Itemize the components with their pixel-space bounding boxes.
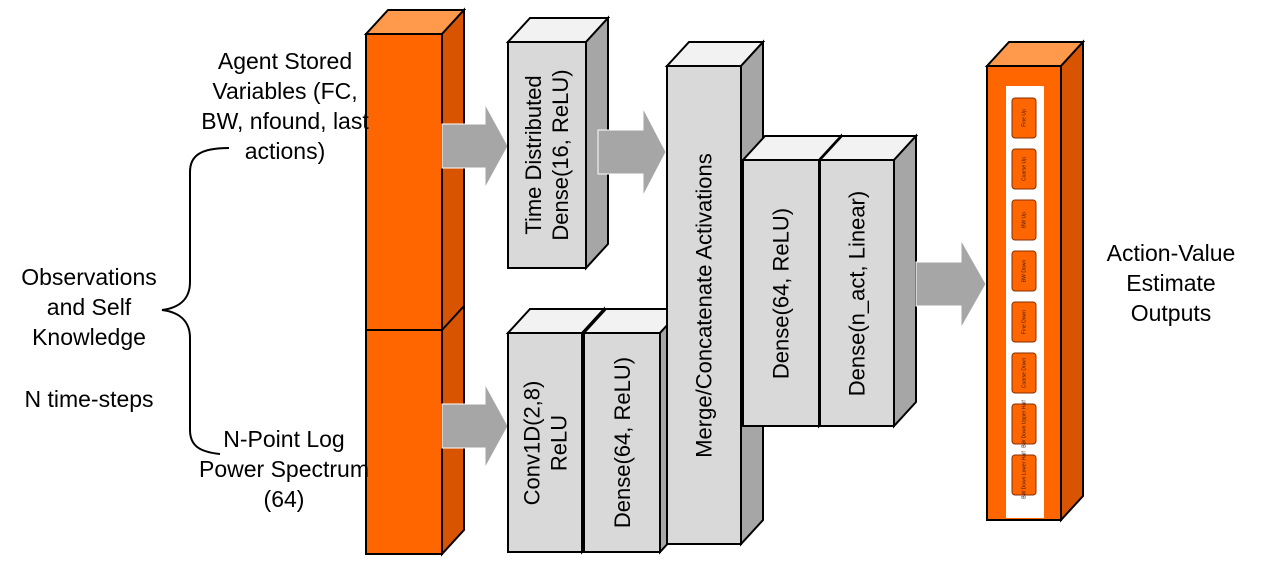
action-button: Fine Down [1011,301,1037,343]
action-button-label: BW Down Lower Half [1021,451,1027,499]
action-button: Coarse Up [1011,148,1037,190]
outputs-label: Action-Value Estimate Outputs [1106,240,1236,326]
agent-variables-input [365,33,443,331]
dense-nact-block [817,133,919,429]
action-button-box [1011,199,1037,241]
conv1d-label: Conv1D(2,8) ReLU [518,333,572,552]
spectrum-label: N-Point Log Power Spectrum (64) [198,426,369,512]
action-button-label: BW Down Upper Half [1021,400,1027,448]
conv1d-line2: ReLU [546,414,571,471]
time-steps-label: N time-steps [24,386,154,412]
action-button: Coarse Down [1011,352,1037,394]
action-button-label: Fine Down [1021,310,1027,334]
agent-variables-label: Agent Stored Variables (FC, BW, nfound, … [201,48,369,164]
observations-label: Observations and Self Knowledge [21,264,157,350]
arrow-agent-to-td [441,103,509,189]
action-button-box [1011,352,1037,394]
action-button-label: Fine Up [1021,109,1027,127]
action-button-label: Coarse Down [1021,358,1027,389]
action-button-box [1011,148,1037,190]
action-button: Fine Up [1011,97,1037,139]
spectrum-input [365,329,443,555]
time-distributed-block [505,15,611,271]
action-button-box [1011,454,1037,496]
conv1d-line1: Conv1D(2,8) [519,380,544,505]
time-distributed-label: Time Distributed Dense(16, ReLU) [520,42,574,268]
dense-64-conv-label: Dense(64, ReLU) [609,356,635,529]
arrow-spectrum-to-conv [441,383,509,469]
dense-64-label: Dense(64, ReLU) [768,207,794,379]
action-button-label: BW Down [1021,260,1027,282]
action-button-box [1011,250,1037,292]
action-button-box [1011,97,1037,139]
time-distributed-line2: Dense(16, ReLU) [548,69,573,241]
time-distributed-line1: Time Distributed [521,75,546,235]
action-button-box [1011,403,1037,445]
merge-label: Merge/Concatenate Activations [691,152,717,458]
action-button: BW Down Upper Half [1011,400,1037,448]
action-button: BW Down Lower Half [1011,451,1037,499]
action-button-label: BW Up [1021,212,1027,228]
input-block [363,7,467,557]
action-button-label: Coarse Up [1021,157,1027,181]
curly-brace [161,147,230,455]
action-button: BW Down [1011,250,1037,292]
action-button-box [1011,301,1037,343]
action-button: BW Up [1011,199,1037,241]
arrow-to-outputs [915,238,987,330]
arrow-td-to-merge [597,107,667,197]
dense-nact-label: Dense(n_act, Linear) [844,190,870,396]
